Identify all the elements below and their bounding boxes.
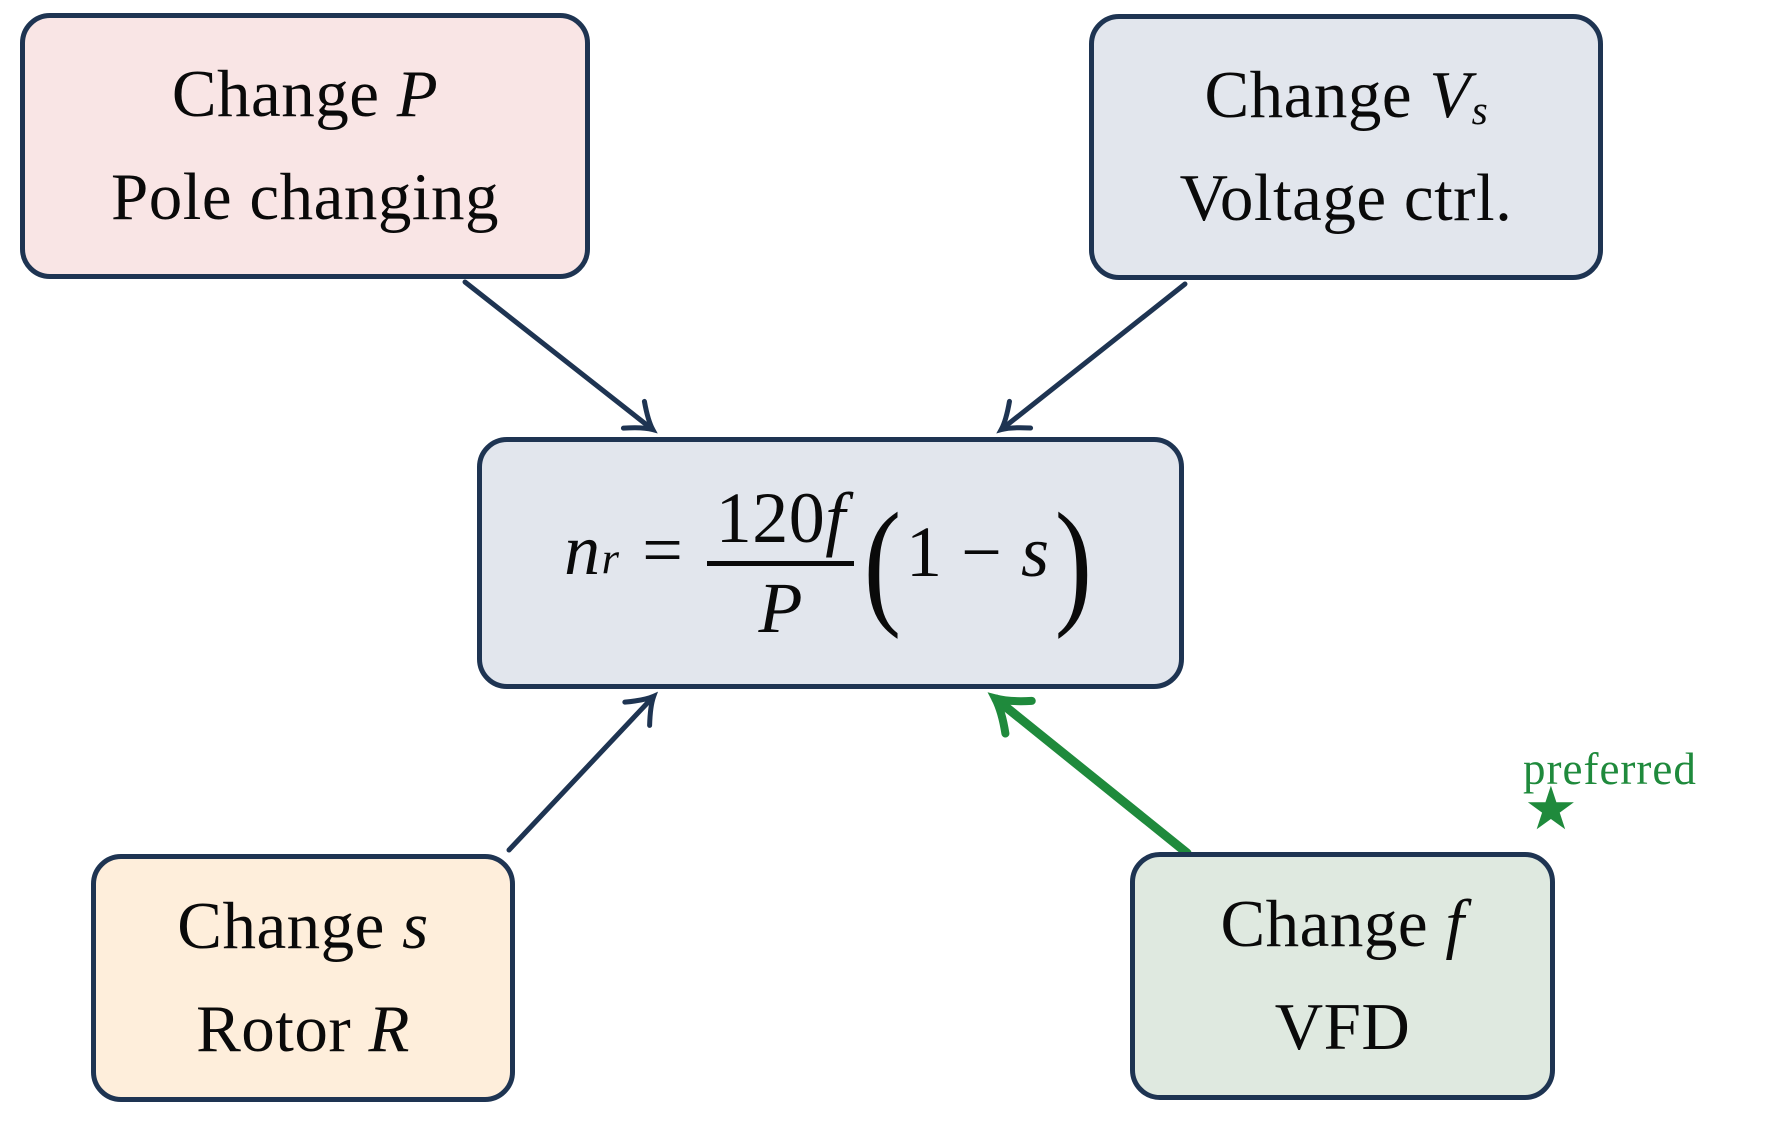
math-var: f [825,478,846,559]
node-line1: Change f [1220,877,1464,980]
node-voltage-ctrl: Change Vs Voltage ctrl. [1089,14,1603,280]
coefficient: 120 [715,478,826,559]
label-text: Change [177,889,403,963]
fraction: 120f P [707,482,855,648]
label-text: Pole changing [111,160,499,234]
arrow-voltage-to-formula [996,281,1188,434]
math-var: s [1021,512,1050,592]
math-var: f [1445,887,1465,961]
arrow-vfd-to-formula [987,692,1192,858]
node-line2: Pole changing [111,150,499,245]
close-paren: ) [1054,484,1093,640]
math-var: V [1429,58,1471,132]
node-vfd: Change f VFD [1130,852,1555,1100]
fraction-numerator: 120f [707,482,854,561]
node-line2: Rotor R [196,982,410,1077]
math-var: s [402,889,429,963]
node-line2: VFD [1275,980,1411,1075]
math-var: R [368,992,410,1066]
node-line1: Change Vs [1204,48,1487,151]
preferred-label: preferred [1523,744,1697,794]
label-text: Change [171,57,397,131]
node-line2: Voltage ctrl. [1180,151,1513,246]
node-line1: Change s [177,879,429,982]
node-pole-changing: Change P Pole changing [20,13,590,279]
arrow-rotor-to-formula [506,691,659,853]
fraction-bar [707,561,855,567]
star-icon: ★ [1524,776,1578,842]
equals-sign: = [642,510,684,590]
open-paren: ( [863,484,902,640]
label-text: Change [1220,887,1446,961]
minus-sign: − [961,512,1003,592]
label-text: Rotor [196,992,369,1066]
label-text: Voltage ctrl. [1179,161,1513,235]
label-text: Change [1204,58,1430,132]
math-var: n [564,510,601,590]
node-rotor-resistance: Change s Rotor R [91,854,515,1102]
arrow-pole-to-formula [462,279,658,434]
fraction-denominator: P [758,567,804,648]
number-one: 1 [905,512,943,592]
node-line1: Change P [172,47,438,150]
math-var: P [396,57,439,131]
math-subscript: r [601,532,620,583]
math-subscript: s [1471,87,1489,134]
label-text: VFD [1274,990,1411,1064]
